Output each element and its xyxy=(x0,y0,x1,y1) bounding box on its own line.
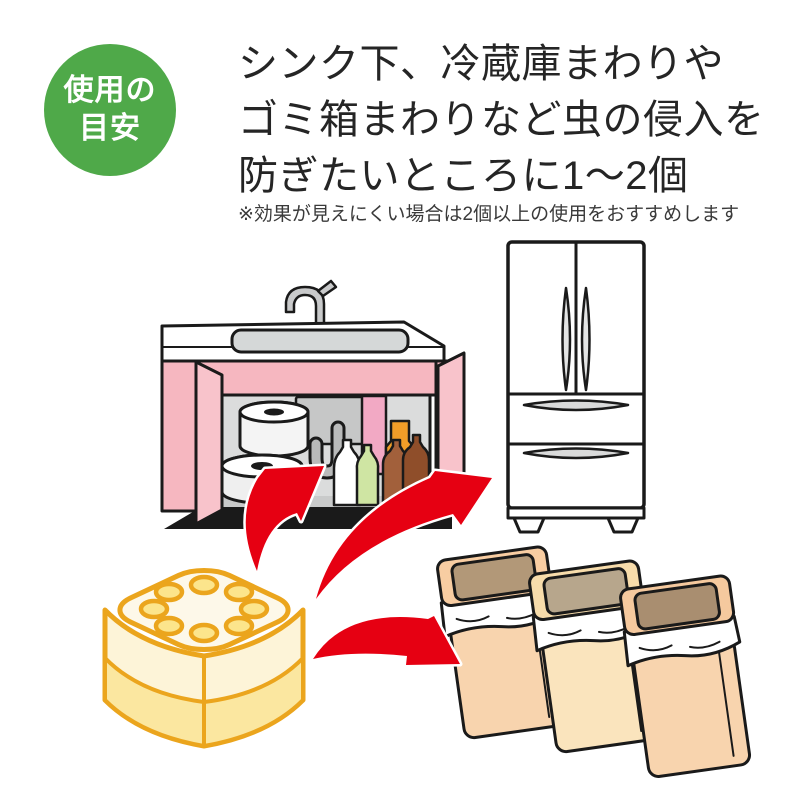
green-bottle-icon xyxy=(355,443,380,507)
usage-guideline-badge: 使用の 目安 xyxy=(44,44,176,176)
placement-arrows xyxy=(243,463,495,668)
fridge-left-handle xyxy=(561,286,572,392)
trash-lid-flap xyxy=(450,553,538,602)
cabinet-apron xyxy=(194,359,438,397)
fridge-base xyxy=(506,506,646,520)
fridge-left-foot xyxy=(512,516,546,534)
cabinet-left-side xyxy=(160,359,198,513)
trash-cans-icon xyxy=(436,545,752,778)
product-icon xyxy=(102,563,306,749)
trash-can-3 xyxy=(619,574,752,778)
fridge-right-foot xyxy=(606,516,640,534)
badge-line2: 目安 xyxy=(79,112,141,145)
trash-lid-flap xyxy=(542,567,630,616)
cabinet-left-door xyxy=(194,360,224,526)
fridge-drawer1-handle xyxy=(522,399,630,412)
footnote: ※効果が見えにくい場合は2個以上の使用をおすすめします xyxy=(238,204,740,225)
arrow-to-trash-icon xyxy=(310,613,463,668)
fridge-right-handle xyxy=(580,286,591,392)
trash-lid-flap xyxy=(633,582,721,631)
fridge-drawer2-handle xyxy=(522,447,630,460)
heading: シンク下、冷蔵庫まわりや ゴミ箱まわりなど虫の侵入を 防ぎたいところに1～2個 xyxy=(238,36,765,204)
arrow-to-sink-icon xyxy=(243,463,327,574)
badge-line1: 使用の xyxy=(63,74,157,107)
heading-line1: シンク下、冷蔵庫まわりや xyxy=(238,42,724,86)
trash-can-1 xyxy=(436,545,567,740)
heading-line3: 防ぎたいところに1～2個 xyxy=(238,154,689,198)
cabinet-floor-shade xyxy=(214,496,428,507)
arrow-to-fridge-icon xyxy=(313,468,495,602)
product-vent-holes xyxy=(138,574,270,644)
heading-line2: ゴミ箱まわりなど虫の侵入を xyxy=(238,98,765,142)
refrigerator-icon xyxy=(506,240,646,534)
sink-basin xyxy=(230,328,410,354)
paper-roll-upper-icon xyxy=(238,400,310,458)
faucet-lever-icon xyxy=(316,279,338,298)
